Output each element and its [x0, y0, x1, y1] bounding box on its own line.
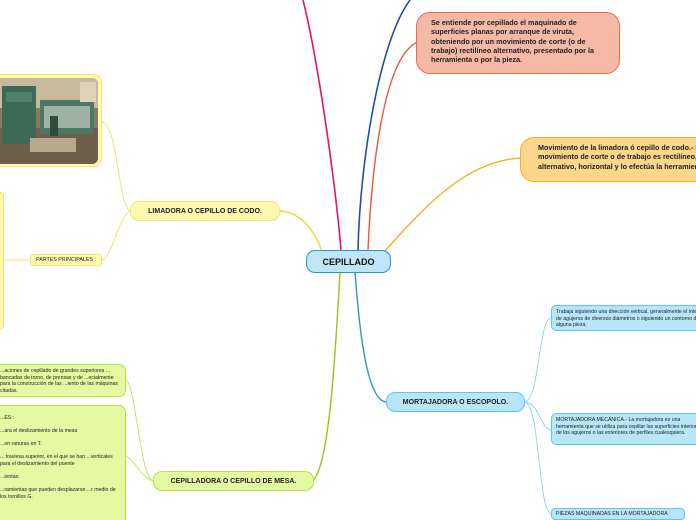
machine-photo-image [0, 78, 98, 164]
edge-mort-1 [524, 317, 552, 403]
mortajadora-topic[interactable]: MORTAJADORA O ESCOPOLO. [386, 392, 525, 412]
edge-red [367, 41, 419, 251]
cepilladora-note-text: ...aciones de cepillado de grandes super… [0, 368, 118, 394]
mortajadora-topic-label: MORTAJADORA O ESCOPOLO. [402, 398, 509, 406]
cepilladora-partes-box[interactable]: ...ES : ...ara el deslizamiento de la me… [0, 405, 126, 520]
cepilladora-topic[interactable]: CEPILLADORA O CEPILLO DE MESA. [153, 471, 314, 491]
edge-limadora-partes [101, 210, 131, 261]
partes-principales-label[interactable]: PARTES PRINCIPALES : [30, 254, 102, 266]
mortajadora-child-1[interactable]: Trabaja siguiendo una dirección vertical… [551, 305, 696, 331]
edge-top-magenta [302, 0, 342, 251]
edge-cepilladora-partes [125, 455, 154, 482]
edge-top-navy [357, 0, 411, 251]
mortajadora-child-1-text: Trabaja siguiendo una dirección vertical… [556, 309, 696, 329]
mortajadora-child-2-text: MORTAJADORA MECÁNICA.- La mortajadora es… [556, 417, 696, 437]
mortajadora-child-3[interactable]: PIEZAS MAQUINADAS EN LA MORTAJADORA [551, 508, 685, 520]
edge-cepilladora-note [125, 379, 154, 482]
edge-orange [384, 157, 523, 252]
partes-principales-text: PARTES PRINCIPALES : [36, 257, 96, 263]
definition-note[interactable]: Se entiende por cepillado el maquinado d… [416, 12, 620, 74]
mortajadora-child-2[interactable]: MORTAJADORA MECÁNICA.- La mortajadora es… [551, 413, 696, 445]
edge-mort-3 [524, 401, 552, 515]
edge-mort-2 [524, 401, 552, 431]
partes-principales-box [0, 192, 4, 329]
edge-cepilladora [311, 271, 341, 482]
cepilladora-partes-text: ...ES : ...ara el deslizamiento de la me… [0, 414, 116, 500]
machine-photo [0, 74, 102, 167]
edge-limadora [279, 210, 323, 253]
edge-limadora-photo [101, 121, 131, 212]
central-topic-label: CEPILLADO [322, 256, 375, 267]
cepilladora-note[interactable]: ...aciones de cepillado de grandes super… [0, 364, 126, 397]
movement-note-text: Movimiento de la limadora ó cepillo de c… [538, 143, 696, 171]
movement-note[interactable]: Movimiento de la limadora ó cepillo de c… [520, 137, 696, 182]
mortajadora-child-3-text: PIEZAS MAQUINADAS EN LA MORTAJADORA [556, 511, 668, 517]
limadora-topic[interactable]: LIMADORA O CEPILLO DE CODO. [130, 201, 280, 221]
cepilladora-topic-label: CEPILLADORA O CEPILLO DE MESA. [170, 477, 297, 485]
definition-note-text: Se entiende por cepillado el maquinado d… [431, 18, 594, 65]
central-topic[interactable]: CEPILLADO [306, 250, 391, 273]
limadora-topic-label: LIMADORA O CEPILLO DE CODO. [148, 207, 262, 215]
edge-mortajadora [354, 271, 387, 403]
